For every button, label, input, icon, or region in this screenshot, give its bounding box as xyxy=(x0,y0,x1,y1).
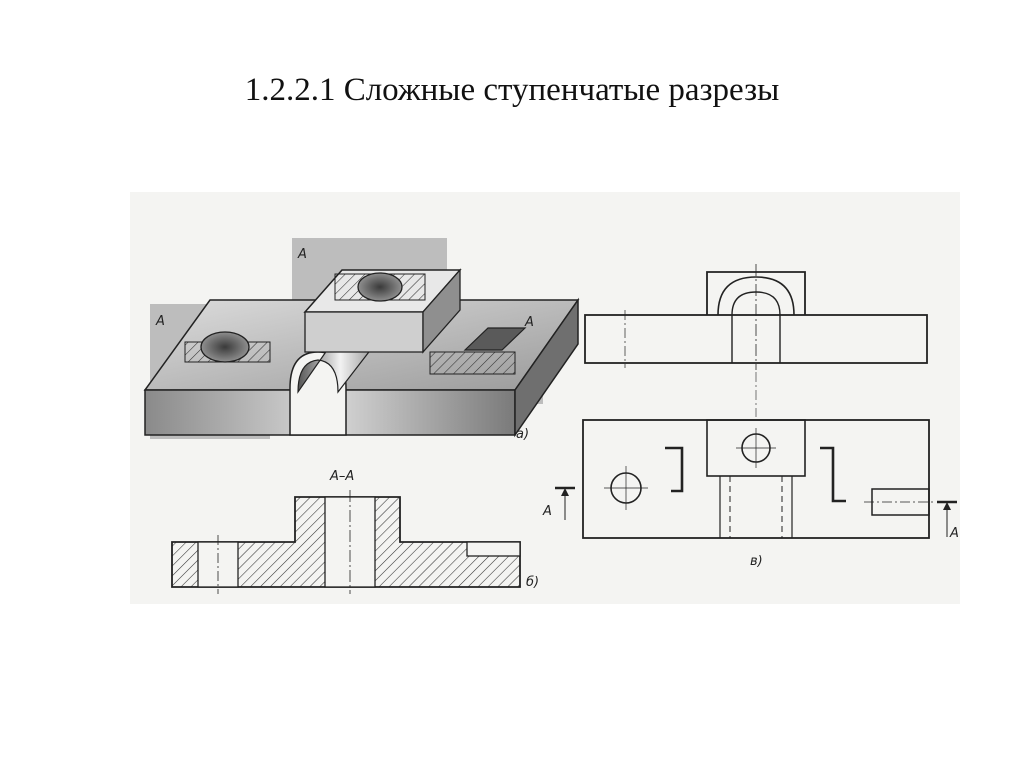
plane-label-right: A xyxy=(524,315,534,330)
cut-step-right xyxy=(820,446,846,503)
right-slot xyxy=(463,327,527,351)
caption-b: б) xyxy=(526,575,539,590)
arrow-label-left: A xyxy=(542,504,552,519)
left-hole xyxy=(200,331,250,363)
base-side-face xyxy=(514,297,579,438)
front-view xyxy=(584,264,928,370)
isometric-view: A A A а) xyxy=(143,238,580,442)
top-view: A A xyxy=(542,372,959,541)
right-section-hatch xyxy=(429,351,516,375)
boss-side xyxy=(422,268,461,354)
boss-front xyxy=(304,311,424,353)
section-view: А–А б) xyxy=(171,469,539,594)
cut-step-left xyxy=(665,446,684,493)
technical-drawing: A A A а) А–А б) xyxy=(143,238,959,594)
arrow-label-right: A xyxy=(949,526,959,541)
drawing-panel: A A A а) А–А б) xyxy=(130,192,960,604)
caption-a: а) xyxy=(516,427,529,442)
section-right-slot xyxy=(466,541,521,557)
slide-title: 1.2.2.1 Сложные ступенчатые разрезы xyxy=(244,72,780,108)
center-hole xyxy=(357,272,403,302)
orthographic-views: A A в) xyxy=(542,264,959,569)
plane-label-left: A xyxy=(155,314,165,329)
caption-v: в) xyxy=(750,554,763,569)
section-title: А–А xyxy=(329,469,354,484)
plane-label-center: A xyxy=(297,247,307,262)
